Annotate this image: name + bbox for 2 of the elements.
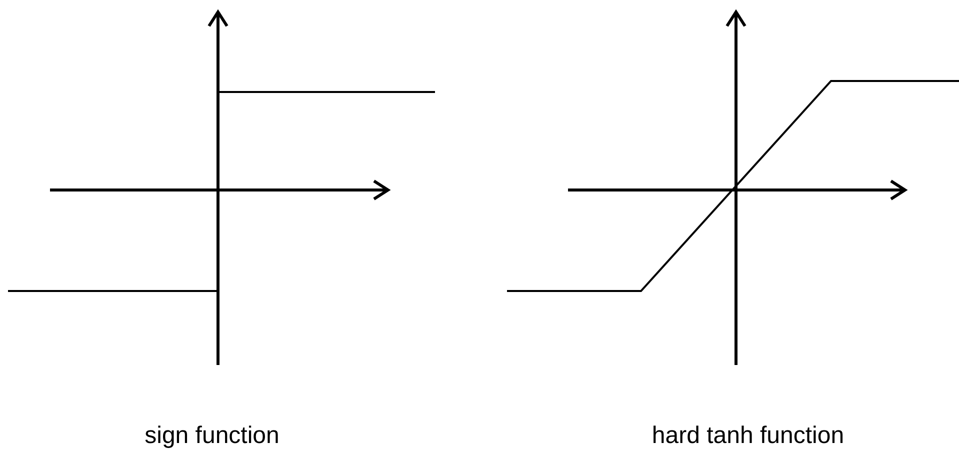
plot-caption: hard tanh function bbox=[650, 421, 846, 451]
plot-caption: sign function bbox=[144, 421, 280, 451]
